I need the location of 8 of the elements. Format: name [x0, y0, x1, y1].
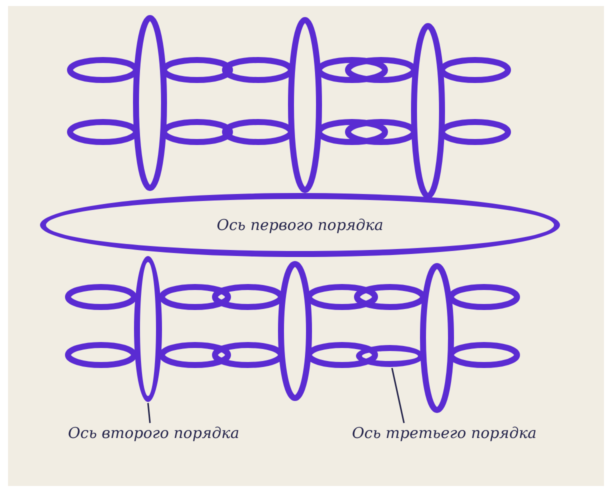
second-order-axis-ellipse — [134, 256, 162, 402]
third-order-axis-ellipse — [356, 345, 424, 367]
leader-line — [147, 402, 151, 424]
axis-label: Ось второго порядка — [68, 424, 238, 450]
axis-label: Ось первого порядка — [216, 216, 384, 234]
leader-line — [391, 368, 405, 424]
axis-label: Ось третьего порядка — [352, 424, 562, 450]
first-order-axis-ellipse — [40, 193, 560, 257]
